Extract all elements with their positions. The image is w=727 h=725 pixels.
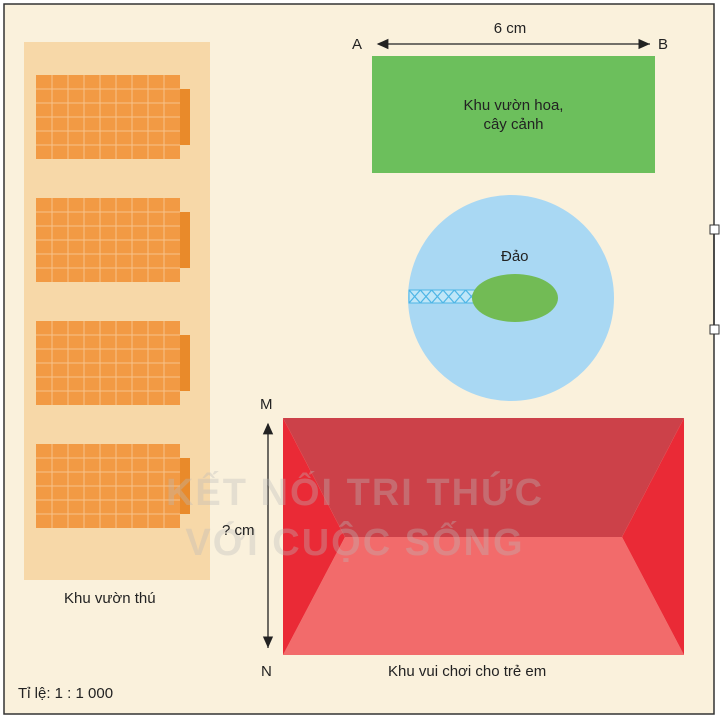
border-handle-top (709, 224, 720, 235)
garden-label-line1: Khu vườn hoa, (463, 97, 564, 114)
playground-roof-bottom (283, 537, 684, 655)
scale-label: Tỉ lệ: 1 : 1 000 (18, 685, 114, 702)
border-handle-bottom (709, 324, 720, 335)
garden-label: Khu vườn hoa, cây cảnh (372, 96, 655, 134)
zoo-building (36, 444, 190, 528)
island-label: Đảo (501, 248, 529, 265)
bridge (408, 289, 478, 304)
zoo-building (36, 321, 190, 405)
point-n-label: N (261, 663, 272, 680)
length-mn-label: ? cm (222, 522, 255, 539)
zoo-buildings (36, 75, 190, 528)
playground-roof-left (283, 418, 345, 655)
flower-garden-zone (372, 56, 655, 173)
zoo-building (36, 198, 190, 282)
watermark-line1: KẾT NỐI TRI THỨC (166, 469, 544, 514)
playground-zone (283, 418, 684, 655)
playground-roof-right (622, 418, 684, 655)
length-ab-label: 6 cm (493, 20, 527, 37)
point-b-label: B (658, 36, 669, 53)
playground-label: Khu vui chơi cho trẻ em (388, 663, 547, 680)
point-a-label: A (352, 36, 363, 53)
zoo-building (36, 75, 190, 159)
island (472, 274, 558, 322)
playground-roof-top (283, 418, 684, 537)
garden-label-line2: cây cảnh (483, 116, 544, 133)
point-m-label: M (260, 396, 273, 413)
watermark-line2: VỚI CUỘC SỐNG (185, 519, 524, 564)
zoo-label: Khu vườn thú (64, 590, 156, 607)
